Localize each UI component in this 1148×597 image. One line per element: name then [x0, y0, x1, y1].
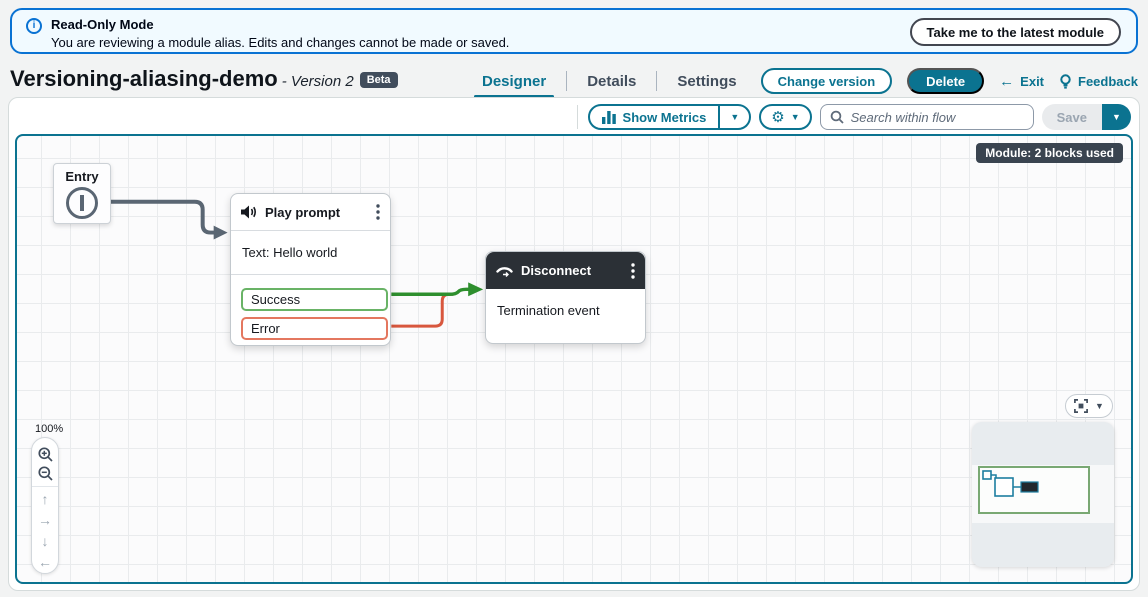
- show-metrics-button[interactable]: Show Metrics: [590, 106, 719, 128]
- branch-error[interactable]: Error: [241, 317, 388, 340]
- pan-up-button[interactable]: ↑: [41, 491, 49, 508]
- bar-chart-icon: [601, 110, 616, 124]
- zoom-in-button[interactable]: [37, 445, 53, 464]
- speaker-icon: [241, 205, 256, 219]
- save-split-button: Save ▼: [1041, 104, 1131, 130]
- toolbar-divider: [576, 105, 578, 129]
- kebab-menu-icon[interactable]: [376, 204, 380, 220]
- disconnect-body: Termination event: [497, 303, 600, 318]
- change-version-button[interactable]: Change version: [760, 68, 893, 94]
- chevron-down-icon: ▼: [1112, 112, 1121, 122]
- info-icon: i: [26, 18, 42, 34]
- exit-label: Exit: [1020, 73, 1045, 89]
- chevron-down-icon: ▼: [790, 111, 800, 122]
- zoom-out-button[interactable]: [37, 464, 53, 483]
- beta-badge: Beta: [359, 72, 398, 88]
- page-title: Versioning-aliasing-demo: [10, 66, 278, 91]
- show-metrics-label: Show Metrics: [622, 109, 707, 125]
- fit-view-button[interactable]: ▼: [1065, 394, 1113, 418]
- zoom-level-label: 100%: [35, 423, 64, 435]
- designer-panel: Show Metrics ▼ ⚙ ▼ Save ▼ Module: 2 bloc…: [8, 97, 1140, 591]
- tab-divider: [566, 71, 568, 91]
- minimap-flow-preview: [982, 470, 1039, 497]
- view-tabs: Designer Details Settings: [462, 68, 757, 98]
- gear-icon: ⚙: [771, 108, 785, 126]
- settings-dropdown-button[interactable]: ⚙ ▼: [759, 104, 812, 130]
- tab-divider: [656, 71, 658, 91]
- pan-down-button[interactable]: ↓: [41, 533, 49, 550]
- feedback-button[interactable]: Feedback: [1059, 74, 1138, 89]
- disconnect-title: Disconnect: [521, 263, 592, 278]
- feedback-label: Feedback: [1078, 73, 1138, 89]
- delete-button[interactable]: Delete: [907, 68, 985, 94]
- zoom-pan-controls: ↑ → ↓ ←: [31, 437, 59, 574]
- flow-canvas[interactable]: Module: 2 blocks used Entry Play prompt: [15, 134, 1133, 584]
- entry-point-icon: [66, 187, 98, 219]
- chevron-down-icon: ▼: [730, 112, 740, 122]
- disconnect-header: Disconnect: [486, 252, 645, 289]
- pan-left-button[interactable]: ←: [38, 554, 52, 571]
- play-prompt-title: Play prompt: [265, 204, 341, 220]
- save-dropdown[interactable]: ▼: [1102, 104, 1131, 130]
- phone-disconnect-icon: [496, 267, 513, 277]
- zoom-pan-divider: [32, 486, 58, 488]
- banner-title: Read-Only Mode: [51, 17, 154, 32]
- play-prompt-branches: Success Error: [231, 274, 390, 355]
- tab-details[interactable]: Details: [587, 72, 637, 90]
- chevron-down-icon: ▼: [1095, 400, 1104, 411]
- latest-module-button[interactable]: Take me to the latest module: [909, 18, 1121, 46]
- banner-message: You are reviewing a module alias. Edits …: [51, 35, 510, 50]
- play-prompt-body: Text: Hello world: [242, 245, 338, 260]
- exit-button[interactable]: ← Exit: [999, 74, 1044, 89]
- play-prompt-header: Play prompt: [231, 194, 390, 231]
- kebab-menu-icon[interactable]: [631, 262, 635, 279]
- save-button[interactable]: Save: [1041, 104, 1102, 130]
- module-usage-badge: Module: 2 blocks used: [976, 143, 1123, 163]
- pan-right-button[interactable]: →: [38, 512, 52, 529]
- search-input[interactable]: [850, 109, 1024, 125]
- block-play-prompt[interactable]: Play prompt Text: Hello world Success Er…: [230, 193, 391, 346]
- show-metrics-dropdown[interactable]: ▼: [718, 106, 749, 128]
- minimap[interactable]: [972, 422, 1114, 567]
- branch-success[interactable]: Success: [241, 288, 388, 311]
- entry-label: Entry: [65, 169, 99, 184]
- lightbulb-icon: [1060, 73, 1071, 89]
- zoom-in-icon: [37, 447, 53, 462]
- block-entry[interactable]: Entry: [53, 163, 111, 224]
- fit-screen-icon: [1074, 399, 1088, 413]
- tab-settings[interactable]: Settings: [677, 72, 737, 90]
- arrow-left-icon: ←: [999, 72, 1015, 90]
- tab-designer[interactable]: Designer: [462, 73, 566, 98]
- search-icon: [830, 110, 844, 124]
- flow-connectors: [86, 199, 484, 328]
- read-only-banner: i Read-Only Mode You are reviewing a mod…: [10, 8, 1138, 54]
- show-metrics-split-button: Show Metrics ▼: [587, 104, 752, 130]
- version-label: - Version 2: [281, 73, 354, 90]
- flow-search: [819, 104, 1034, 130]
- minimap-viewport[interactable]: [978, 466, 1090, 514]
- zoom-out-icon: [37, 466, 53, 481]
- flow-toolbar: Show Metrics ▼ ⚙ ▼ Save ▼: [576, 103, 1131, 131]
- block-disconnect[interactable]: Disconnect Termination event: [485, 251, 646, 344]
